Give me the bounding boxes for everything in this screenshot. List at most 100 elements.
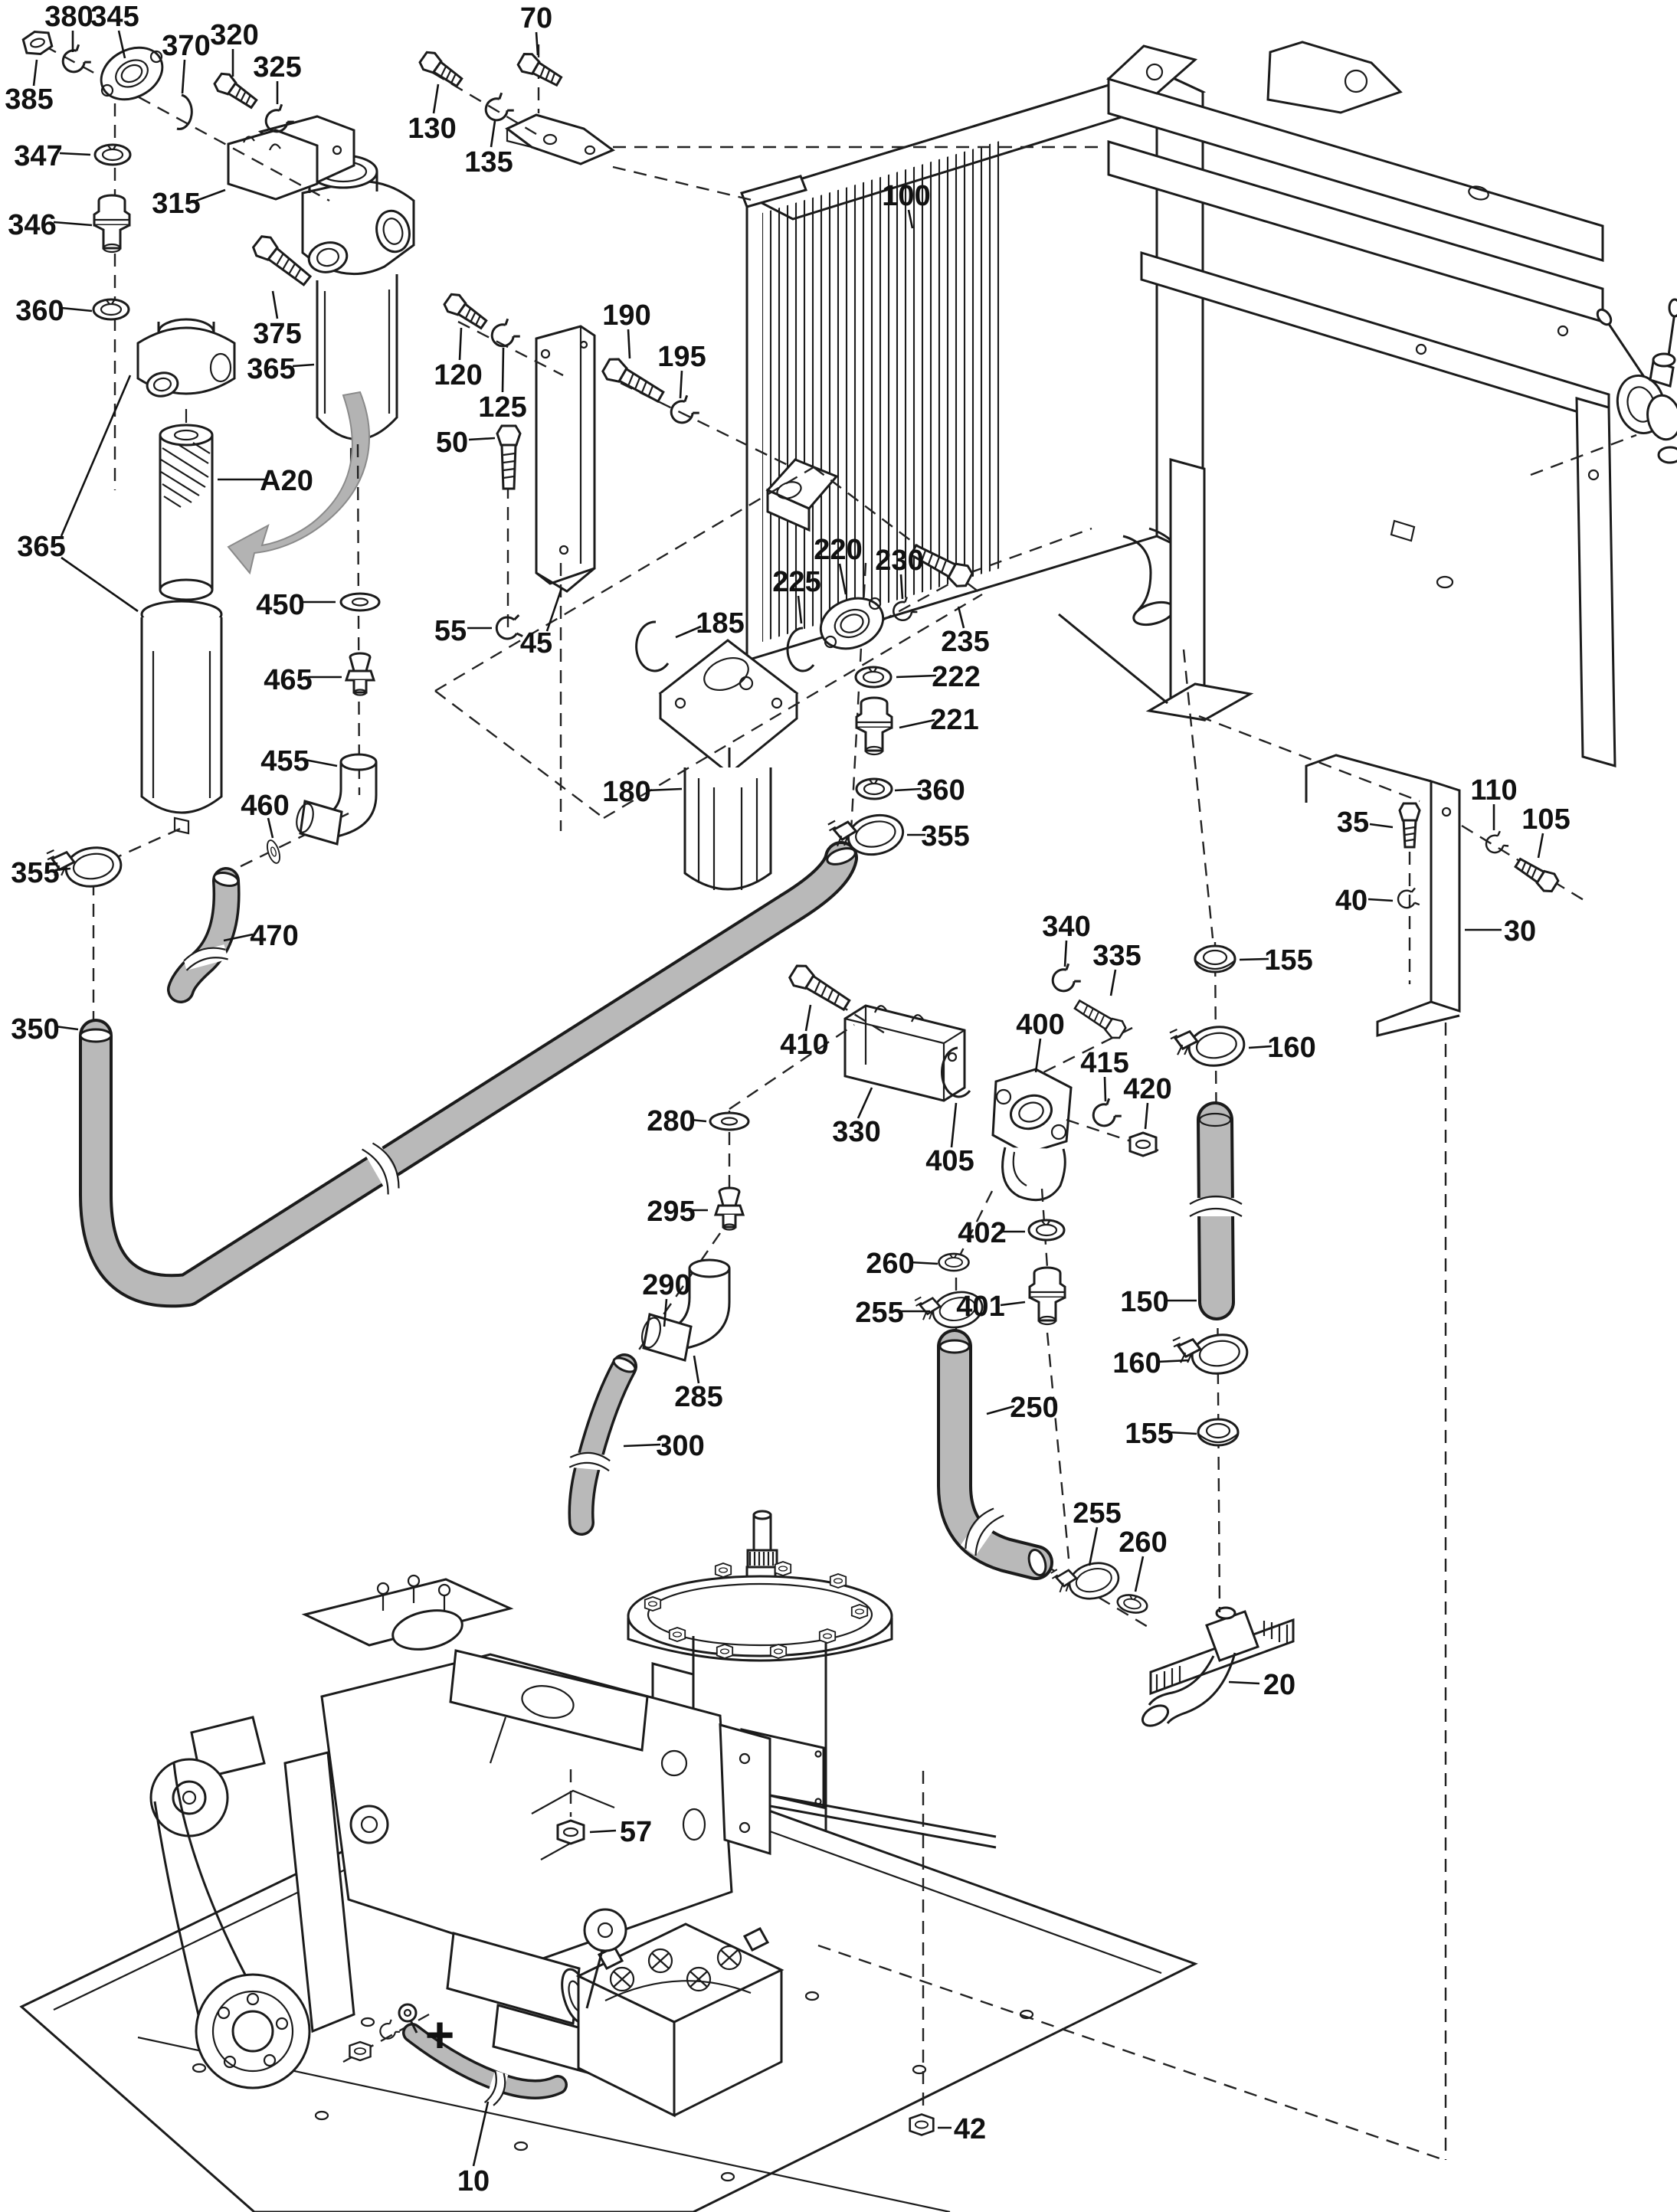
part-label-375: 375: [253, 318, 301, 350]
bolt-410: [786, 960, 854, 1016]
part-label-370: 370: [162, 30, 210, 62]
part-label-+: +: [425, 2006, 455, 2063]
clamp-255b: [1049, 1554, 1124, 1608]
part-label-225: 225: [772, 566, 820, 598]
part-label-285: 285: [674, 1381, 722, 1413]
part-label-345: 345: [90, 1, 139, 33]
part-label-360: 360: [916, 774, 965, 807]
label-leader-line: [957, 606, 965, 629]
screw-130: [416, 47, 467, 92]
bolt-190: [599, 354, 668, 408]
fitting-221: [855, 696, 893, 756]
label-leader-line: [899, 574, 904, 600]
ring-347: [93, 143, 132, 166]
bolt-50: [496, 424, 522, 490]
clamp-160a: [1168, 1019, 1248, 1073]
washer-460: [264, 838, 283, 865]
part-label-415: 415: [1080, 1047, 1128, 1079]
label-leader-line: [896, 674, 937, 679]
clip-340: [1047, 962, 1083, 996]
part-label-50: 50: [436, 427, 468, 459]
label-leader-line: [490, 120, 496, 148]
part-label-185: 185: [696, 607, 744, 640]
clip-415: [1088, 1097, 1123, 1131]
part-label-460: 460: [241, 790, 289, 822]
label-leader-line: [907, 209, 914, 229]
screw-35: [1398, 802, 1421, 849]
part-label-222: 222: [932, 661, 980, 693]
label-leader-line: [545, 587, 563, 632]
part-label-280: 280: [647, 1105, 695, 1137]
part-label-35: 35: [1337, 807, 1369, 839]
label-leader-line: [32, 59, 38, 87]
ring-222: [854, 666, 893, 689]
hose-break: [960, 1504, 1004, 1556]
part-label-150: 150: [1120, 1286, 1168, 1318]
label-leader-line: [432, 83, 440, 114]
label-leader-line: [195, 188, 226, 202]
small-parts: [21, 27, 1562, 2136]
hose-break: [362, 1140, 405, 1195]
clip-195: [666, 394, 701, 428]
clip-380: [57, 43, 93, 77]
label-leader-line: [1537, 833, 1544, 859]
nut-57: [556, 1819, 585, 1845]
label-leader-line: [61, 556, 139, 613]
part-label-220: 220: [814, 534, 862, 566]
part-label-155: 155: [1264, 944, 1312, 977]
hose-break: [483, 2070, 509, 2107]
label-leader-line: [1144, 1102, 1149, 1130]
part-label-125: 125: [478, 391, 526, 424]
part-label-355: 355: [11, 857, 59, 889]
part-label-455: 455: [260, 745, 309, 777]
nut-420: [1128, 1131, 1158, 1157]
part-label-420: 420: [1123, 1073, 1171, 1105]
flange-345: [100, 46, 164, 101]
plug-465: [345, 652, 375, 696]
label-leader-line: [623, 1443, 661, 1448]
part-label-260: 260: [866, 1248, 914, 1280]
part-label-120: 120: [434, 359, 482, 391]
label-leader-line: [1156, 1359, 1190, 1363]
label-leader-line: [986, 1405, 1015, 1415]
engine: [149, 1574, 771, 2089]
label-leader-line: [468, 437, 496, 441]
part-label-470: 470: [250, 920, 298, 952]
label-leader-line: [663, 1298, 668, 1327]
label-leader-line: [838, 563, 847, 595]
label-leader-line: [267, 817, 274, 839]
label-leader-line: [1369, 823, 1394, 829]
part-label-70: 70: [520, 2, 552, 34]
filter-365-exploded: [136, 318, 236, 423]
clip-40: [1395, 887, 1421, 911]
part-label-295: 295: [647, 1196, 695, 1228]
washer-450: [339, 592, 381, 612]
label-leader-line: [1109, 969, 1117, 996]
ring-360b: [855, 777, 893, 800]
ring-360: [92, 298, 130, 321]
part-label-355: 355: [921, 820, 969, 852]
part-label-250: 250: [1010, 1392, 1058, 1424]
label-leader-line: [1063, 940, 1068, 967]
part-label-347: 347: [14, 140, 62, 172]
part-label-155: 155: [1125, 1418, 1173, 1450]
cable-terminal: [398, 2003, 418, 2034]
part-label-105: 105: [1521, 803, 1570, 836]
part-label-320: 320: [210, 19, 258, 51]
label-leader-line: [271, 290, 279, 319]
part-label-10: 10: [457, 2165, 490, 2197]
clamp-160b: [1171, 1327, 1251, 1381]
part-label-450: 450: [256, 589, 304, 621]
part-label-100: 100: [882, 180, 930, 212]
part-label-365: 365: [247, 353, 295, 385]
valve-assembly: [1596, 298, 1677, 464]
part-label-385: 385: [5, 83, 53, 116]
part-label-330: 330: [832, 1116, 880, 1148]
seal-155a: [1194, 944, 1236, 973]
label-leader-line: [223, 933, 254, 942]
label-leader-line: [1088, 1526, 1099, 1566]
label-leader-line: [60, 375, 132, 537]
part-label-405: 405: [925, 1145, 974, 1177]
part-label-230: 230: [875, 545, 923, 577]
part-label-110: 110: [1470, 774, 1517, 807]
